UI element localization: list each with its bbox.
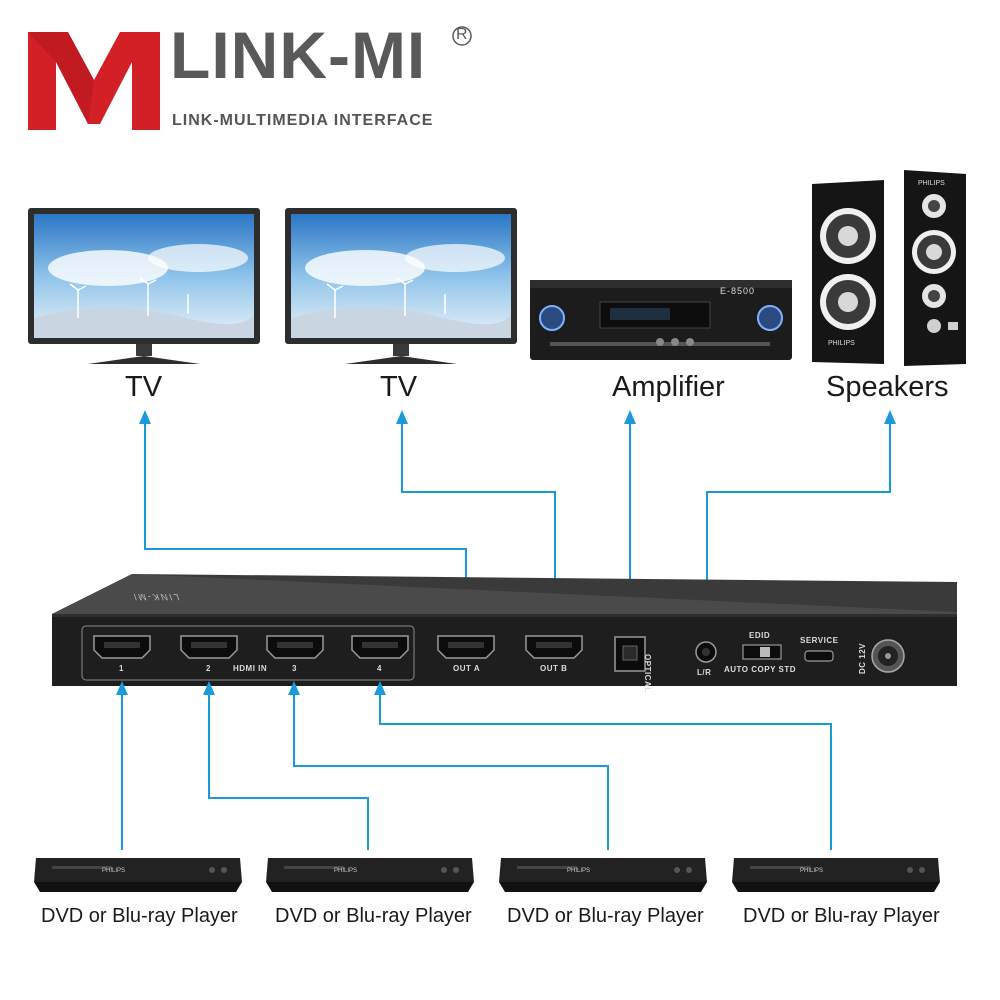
edid-dip-switch[interactable] (742, 644, 782, 660)
player-3-brand: PHILIPS (567, 868, 591, 874)
speakers-label: Speakers (826, 371, 949, 403)
link-mi-logo-icon (28, 32, 160, 130)
player-2-label: DVD or Blu-ray Player (275, 905, 472, 927)
arrow-in4-icon (374, 681, 386, 695)
speaker-right-brand: PHILIPS (918, 180, 945, 187)
out-b-label: OUT B (540, 664, 568, 673)
lr-audio-jack[interactable] (694, 640, 718, 664)
player-1-label: DVD or Blu-ray Player (41, 905, 238, 927)
hdmi-switcher: LINK-MI 1 2 HDMI IN 3 4 OUT A OUT B OPTI… (52, 574, 957, 693)
arrow-in1-icon (116, 681, 128, 695)
hdmi-out-b-port[interactable] (524, 634, 584, 660)
hdmi-in-4-label: 4 (377, 664, 382, 673)
player-2-image (266, 858, 474, 892)
speaker-right-image (904, 170, 966, 366)
player-3-image (499, 858, 707, 892)
arrow-amplifier-icon (624, 410, 636, 424)
connector-out-b-tv2 (401, 420, 556, 618)
hdmi-in-2-port[interactable] (179, 634, 239, 660)
switcher-body (52, 574, 957, 686)
brand-tagline: LINK-MULTIMEDIA INTERFACE (172, 112, 434, 129)
lr-label: L/R (697, 668, 712, 677)
arrow-tv2-icon (396, 410, 408, 424)
arrow-in3-icon (288, 681, 300, 695)
optical-port[interactable] (614, 636, 646, 672)
dc-power-jack[interactable] (870, 638, 906, 674)
tv-1-image (28, 208, 260, 364)
player-4-image (732, 858, 940, 892)
amplifier-image (530, 280, 792, 360)
player-1-brand: PHILIPS (102, 868, 126, 874)
hdmi-in-1-label: 1 (119, 664, 124, 673)
tv-2-image (285, 208, 517, 364)
hdmi-out-a-port[interactable] (436, 634, 496, 660)
registered-circle-icon (452, 26, 472, 46)
tv-2-label: TV (380, 371, 418, 403)
connector-player2-in2 (208, 692, 369, 850)
player-4-brand: PHILIPS (800, 868, 824, 874)
player-1-image (34, 858, 242, 892)
tv-1-label: TV (125, 371, 163, 403)
speaker-left-image (812, 180, 884, 364)
connector-lr-speakers (706, 420, 891, 635)
hdmi-in-4-port[interactable] (350, 634, 410, 660)
registered-mark: R (456, 26, 468, 43)
brand-name: LINK-MI (170, 18, 427, 92)
player-2-brand: PHILIPS (334, 868, 358, 874)
service-label: SERVICE (800, 636, 839, 645)
out-a-label: OUT A (453, 664, 481, 673)
service-usb-port[interactable] (804, 650, 834, 662)
hdmi-in-1-port[interactable] (92, 634, 152, 660)
hdmi-in-3-port[interactable] (265, 634, 325, 660)
edid-options-label: AUTO COPY STD (724, 665, 796, 674)
arrow-speakers-icon (884, 410, 896, 424)
amplifier-model: E-8500 (720, 286, 756, 296)
amplifier-label: Amplifier (612, 371, 725, 403)
player-4-label: DVD or Blu-ray Player (743, 905, 940, 927)
edid-label: EDID (749, 631, 771, 640)
connector-player3-in3 (293, 692, 609, 850)
player-3-label: DVD or Blu-ray Player (507, 905, 704, 927)
hdmi-in-group-label: HDMI IN (233, 664, 268, 673)
hdmi-in-2-label: 2 (206, 664, 211, 673)
arrow-in2-icon (203, 681, 215, 695)
arrow-tv1-icon (139, 410, 151, 424)
hdmi-in-3-label: 3 (292, 664, 297, 673)
connector-player4-in4 (379, 692, 832, 850)
speaker-left-brand: PHILIPS (828, 340, 855, 347)
